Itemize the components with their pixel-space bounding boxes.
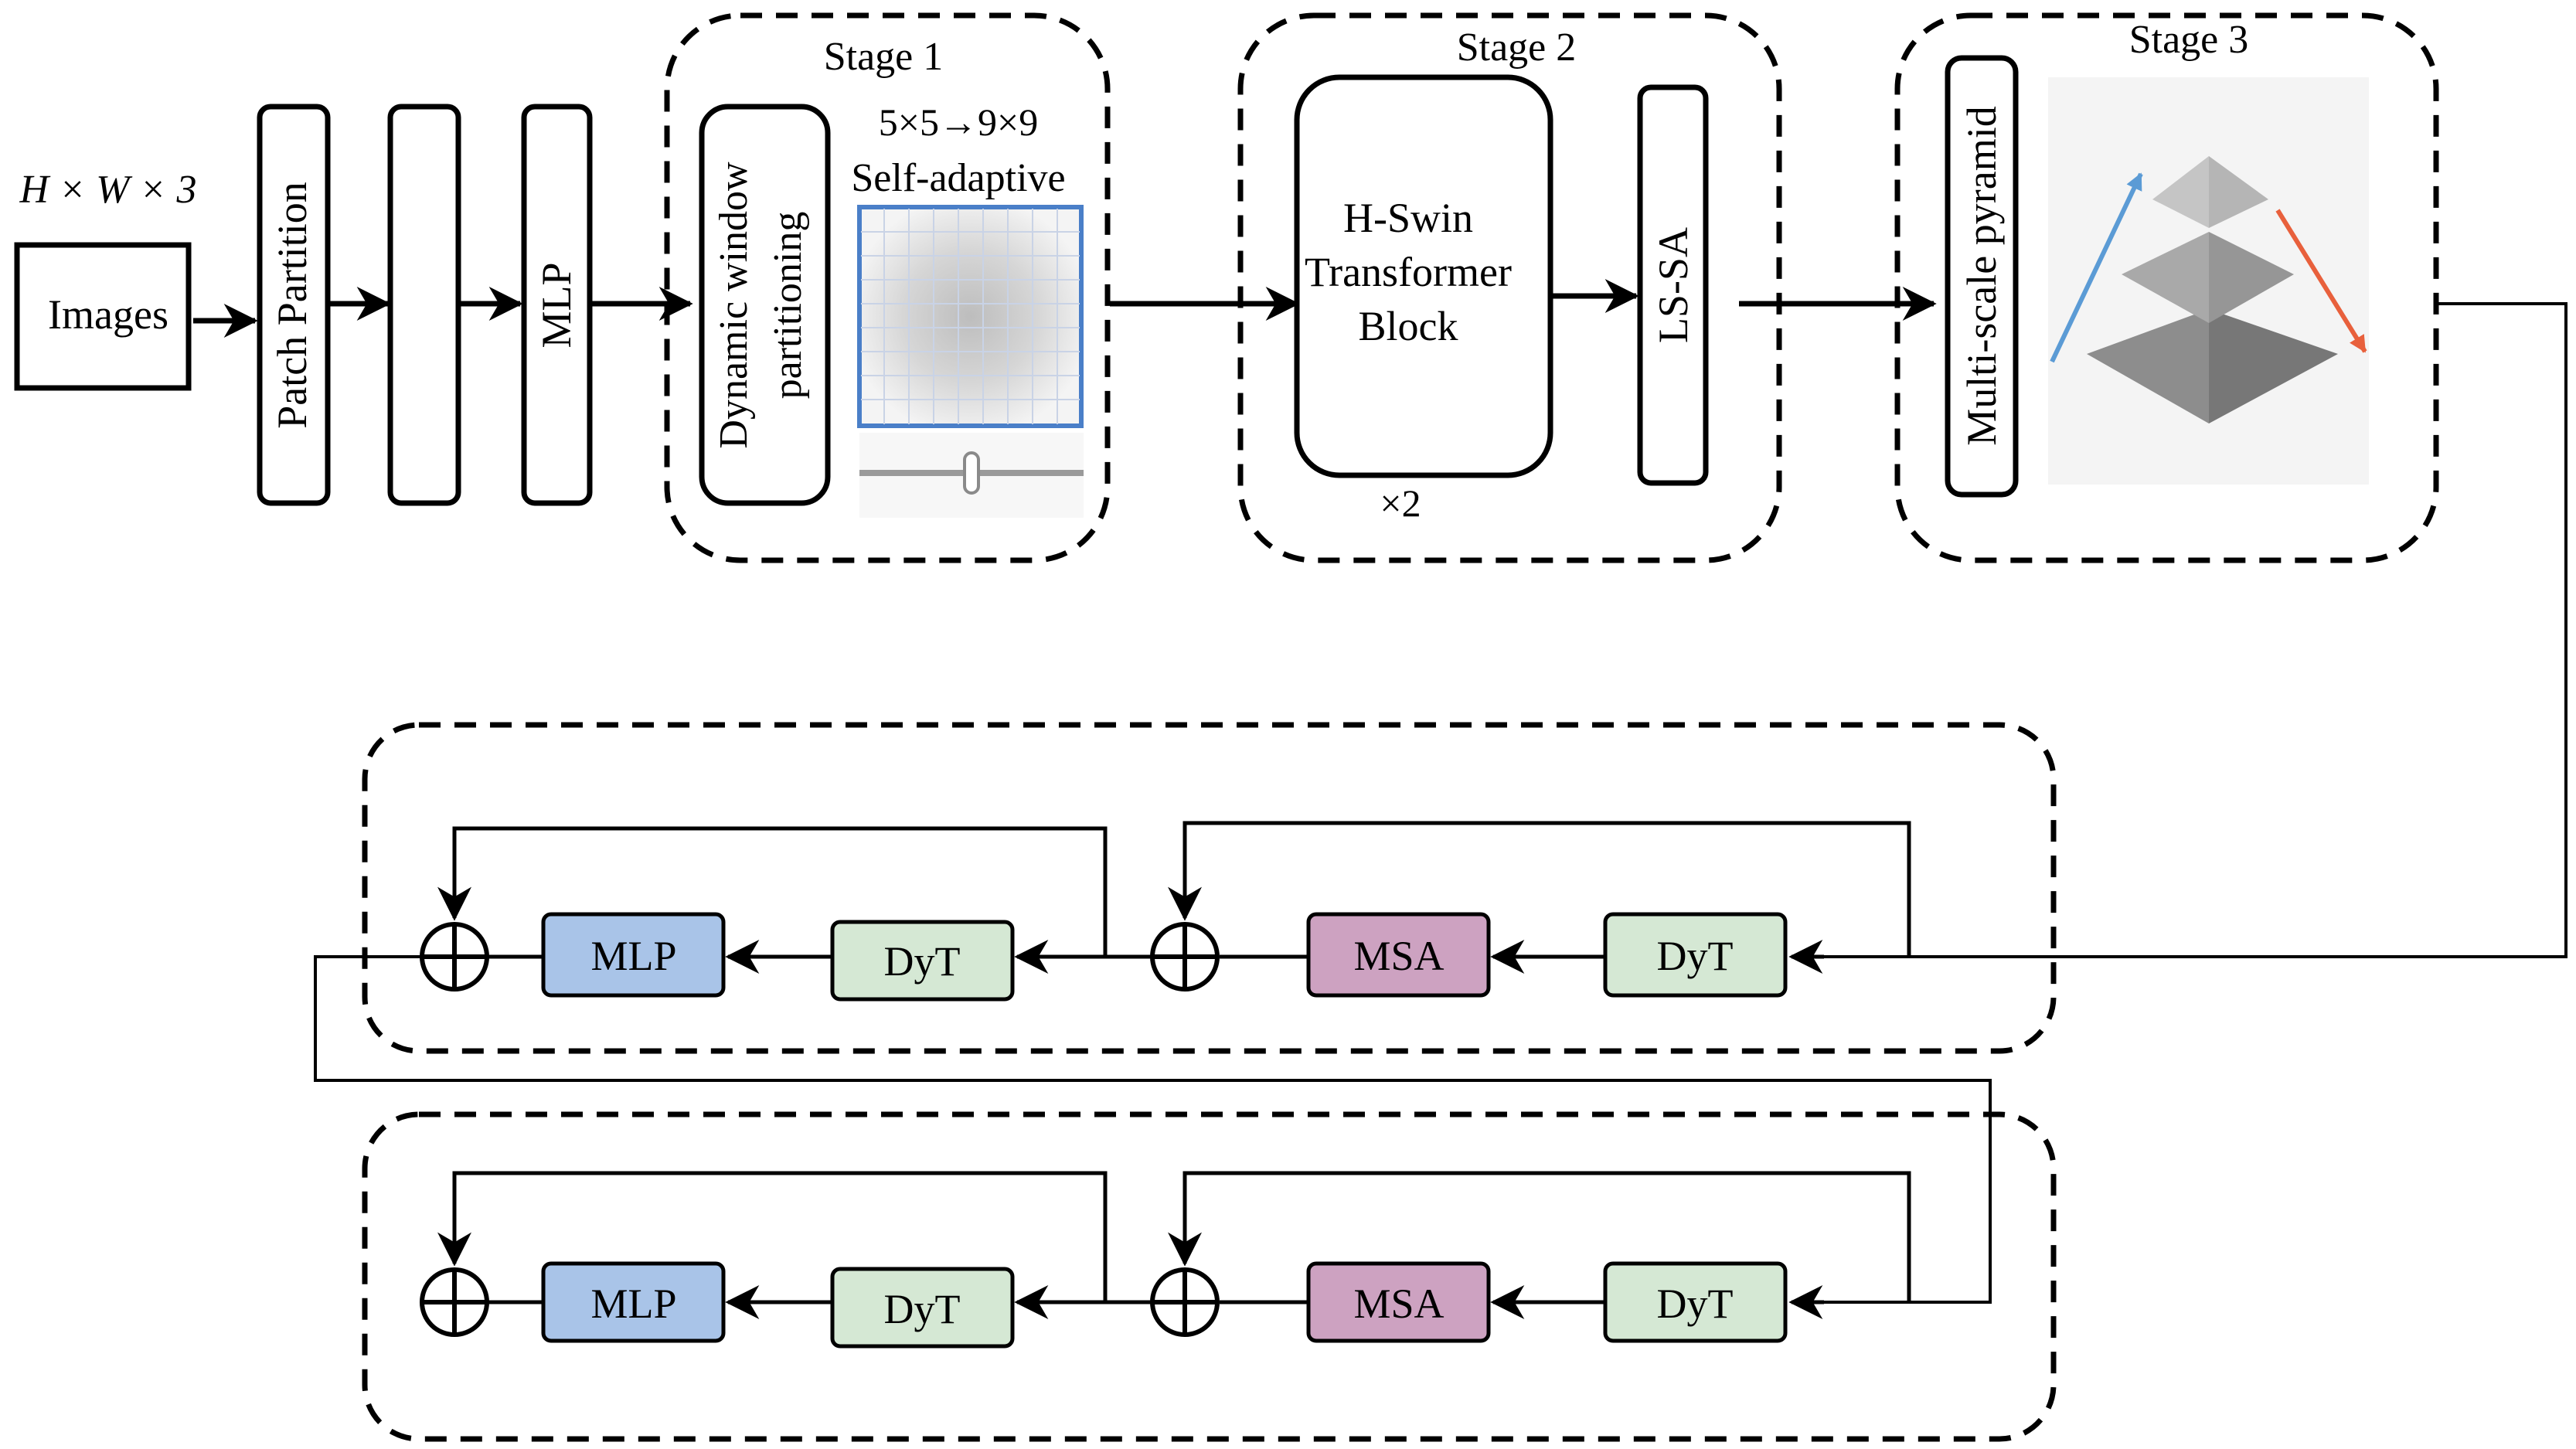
multi-scale-pyramid-box	[1945, 55, 2019, 498]
h-swin-label-line3: Block	[1359, 303, 1458, 349]
residual-right-1	[1168, 821, 1911, 957]
empty-block	[387, 104, 461, 506]
stage1-container	[664, 12, 1111, 563]
repeat-count-label: ×2	[1380, 481, 1421, 525]
dynamic-window-label-line1: Dynamic window	[712, 162, 756, 449]
images-label: Images	[48, 291, 168, 338]
transformer-block-container-2	[362, 1111, 2057, 1442]
add-node-right-2	[1150, 1267, 1220, 1337]
dyt-box-left-1	[830, 920, 1015, 1002]
add-node-right-1	[1150, 922, 1220, 992]
ls-sa-label: LS-SA	[1650, 227, 1696, 343]
pyramid-up-arrow	[2050, 172, 2143, 363]
dyt-label-right-1: DyT	[1657, 933, 1734, 979]
h-swin-label-line2: Transformer	[1305, 249, 1512, 295]
mlp-label-1: MLP	[590, 933, 676, 979]
window-resize-label: 5×5→9×9	[879, 100, 1038, 144]
stage2-title: Stage 2	[1457, 26, 1577, 70]
dynamic-window-label-line2: partitioning	[766, 212, 810, 400]
mlp-vertical-label: MLP	[533, 262, 580, 348]
residual-left-2	[437, 1171, 1108, 1302]
msa-label-2: MSA	[1353, 1281, 1444, 1327]
stage1-title: Stage 1	[824, 35, 944, 79]
residual-right-2	[1168, 1171, 1911, 1302]
multi-scale-pyramid-label: Multi-scale pyramid	[1958, 106, 2005, 445]
transformer-block-container-1	[362, 722, 2057, 1054]
add-node-left-2	[420, 1267, 489, 1337]
mlp-label-2: MLP	[590, 1281, 676, 1327]
pyramid-illustration	[2048, 77, 2369, 485]
stage3-title: Stage 3	[2129, 18, 2249, 62]
dyt-box-left-2	[830, 1267, 1015, 1349]
pyramid-down-arrow	[2275, 209, 2367, 353]
connector-row1-to-row2	[314, 955, 1992, 1304]
dyt-label-right-2: DyT	[1657, 1281, 1734, 1327]
connector-stage3-to-blocks	[1822, 302, 2567, 958]
h-swin-label-line1: H-Swin	[1343, 195, 1473, 241]
adaptive-window-grid	[857, 205, 1084, 518]
self-adaptive-label: Self-adaptive	[851, 156, 1065, 200]
ls-sa-box	[1637, 84, 1709, 486]
dyt-label-left-1: DyT	[884, 938, 961, 985]
h-swin-block	[1294, 74, 1553, 478]
dynamic-window-box	[699, 104, 831, 506]
images-box	[14, 242, 192, 391]
adaptive-slider-thumb	[963, 451, 980, 495]
stage2-container	[1237, 12, 1782, 563]
input-dims-label: H × W × 3	[19, 168, 196, 212]
patch-partition-label: Patch Partition	[269, 182, 315, 428]
stage3-container	[1894, 12, 2439, 563]
add-node-left-1	[420, 922, 489, 992]
dyt-label-left-2: DyT	[884, 1286, 961, 1332]
residual-left-1	[437, 826, 1108, 957]
msa-label-1: MSA	[1353, 933, 1444, 979]
